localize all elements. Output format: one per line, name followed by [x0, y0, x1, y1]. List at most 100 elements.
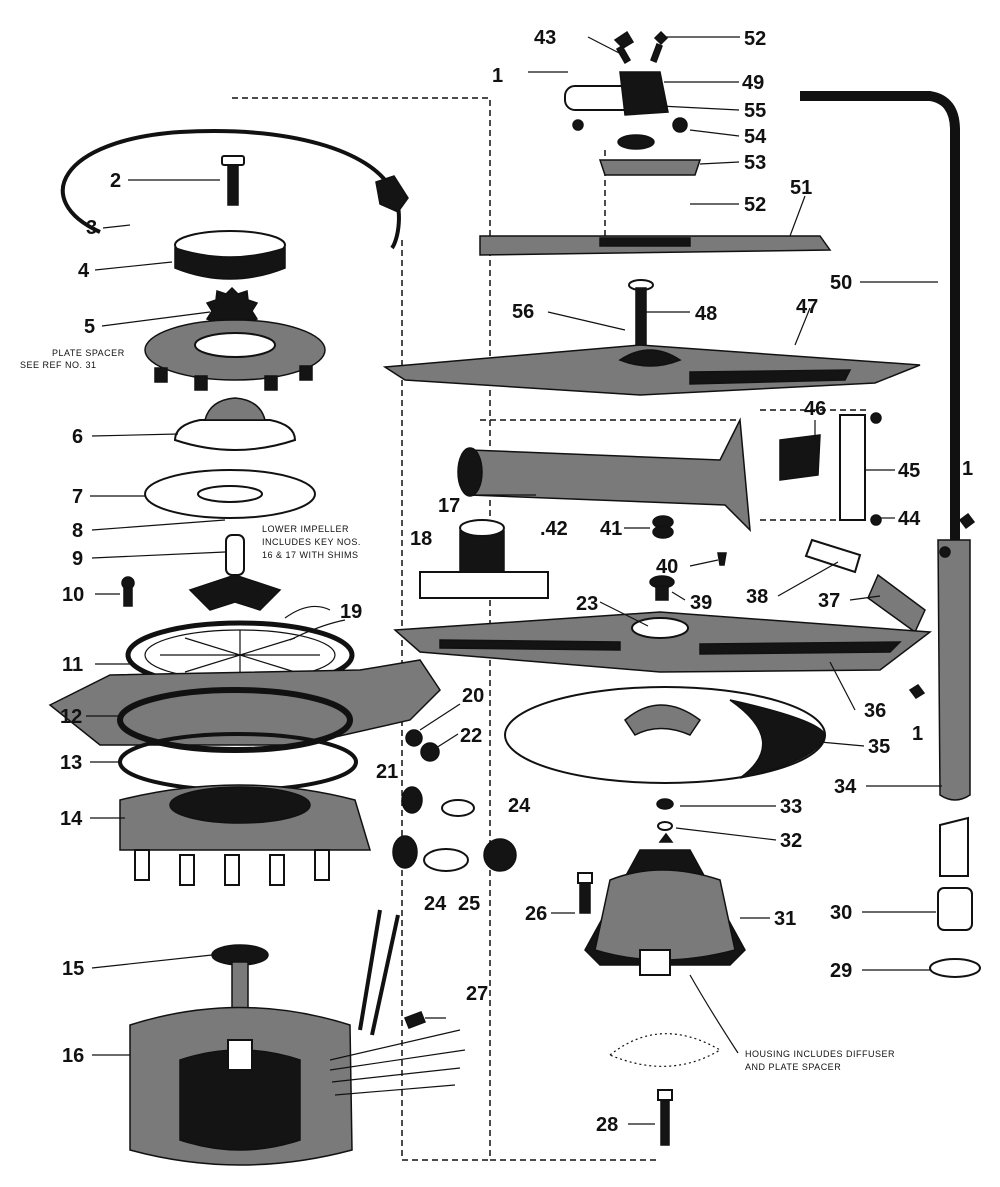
callout-12: 12 — [60, 706, 82, 728]
shaft-part — [628, 279, 654, 347]
callout-23: 23 — [576, 593, 598, 615]
callout-42: .42 — [540, 518, 568, 540]
small-fasteners — [649, 515, 727, 601]
callout-7: 7 — [72, 486, 83, 508]
note-lower-impeller-line3: 16 & 17 WITH SHIMS — [262, 550, 359, 560]
supply-tube-part — [800, 91, 976, 801]
small-seal-parts — [392, 729, 517, 872]
callout-24-upper: 24 — [508, 795, 531, 817]
callout-44: 44 — [898, 508, 921, 530]
lower-impeller-part — [188, 534, 282, 611]
top-bracket-parts — [564, 71, 702, 176]
note-plate-spacer-line1: PLATE SPACER — [52, 348, 125, 358]
annotation-notes: PLATE SPACER SEE REF NO. 31 LOWER IMPELL… — [20, 348, 895, 1072]
callout-9: 9 — [72, 548, 83, 570]
callout-37: 37 — [818, 590, 840, 612]
upper-spray-arm-part — [382, 344, 921, 396]
callout-35: 35 — [868, 736, 890, 758]
callout-32: 32 — [780, 830, 802, 852]
callout-26: 26 — [525, 903, 547, 925]
callout-46: 46 — [804, 398, 826, 420]
callout-25: 25 — [458, 893, 480, 915]
note-lower-impeller-line1: LOWER IMPELLER — [262, 524, 349, 534]
pump-housing-part — [584, 832, 746, 976]
callout-1-right-bottom: 1 — [912, 723, 923, 745]
hose-clamp-part — [375, 175, 409, 213]
plate-spacer-part — [144, 319, 326, 391]
callout-21: 21 — [376, 761, 398, 783]
elbow-part — [804, 538, 926, 634]
callout-2: 2 — [110, 170, 121, 192]
callout-55: 55 — [744, 100, 766, 122]
callout-19: 19 — [340, 601, 362, 623]
screw-26 — [577, 872, 593, 914]
spray-plate-part — [504, 686, 826, 784]
callout-15: 15 — [62, 958, 84, 980]
callout-47: 47 — [796, 296, 818, 318]
gear-cap-part — [174, 230, 286, 280]
callout-49: 49 — [742, 72, 764, 94]
callout-41: 41 — [600, 518, 622, 540]
upper-housing-part — [173, 397, 297, 451]
callout-30: 30 — [830, 902, 852, 924]
gasket-plate-part — [144, 469, 316, 519]
callout-33: 33 — [780, 796, 802, 818]
callout-31: 31 — [774, 908, 796, 930]
callout-45: 45 — [898, 460, 920, 482]
callout-13: 13 — [60, 752, 82, 774]
callout-24-lower: 24 — [424, 893, 447, 915]
screw-pair — [613, 30, 669, 65]
wire-clip-part — [404, 1011, 426, 1029]
callout-50: 50 — [830, 272, 852, 294]
callout-53: 53 — [744, 152, 766, 174]
callout-38: 38 — [746, 586, 768, 608]
callout-20: 20 — [462, 685, 484, 707]
callout-14: 14 — [60, 808, 83, 830]
screw-28 — [657, 1089, 673, 1146]
callout-6: 6 — [72, 426, 83, 448]
callout-52-top: 52 — [744, 28, 766, 50]
callout-56: 56 — [512, 301, 534, 323]
callout-11: 11 — [62, 654, 83, 676]
callout-48: 48 — [695, 303, 717, 325]
callout-54: 54 — [744, 126, 767, 148]
upper-tube-part — [479, 235, 832, 256]
screw-part — [221, 155, 245, 206]
motor-seal-part — [211, 944, 269, 1021]
callout-27: 27 — [466, 983, 488, 1005]
diffuser-part — [608, 1033, 722, 1067]
pump-base-part — [119, 784, 372, 886]
washers-32-33 — [656, 798, 674, 831]
motor-wires — [329, 909, 466, 1096]
callout-16: 16 — [62, 1045, 84, 1067]
motor-part — [129, 1006, 353, 1166]
callout-3: 3 — [86, 217, 97, 239]
callout-8: 8 — [72, 520, 83, 542]
callout-10: 10 — [62, 584, 84, 606]
callout-29: 29 — [830, 960, 852, 982]
manifold-part — [457, 417, 821, 532]
callout-1-top: 1 — [492, 65, 503, 87]
callout-52-lower: 52 — [744, 194, 766, 216]
gasket-45 — [839, 412, 882, 526]
callout-4: 4 — [78, 260, 90, 282]
note-plate-spacer-line2: SEE REF NO. 31 — [20, 360, 97, 370]
callout-1-right-top: 1 — [962, 458, 973, 480]
note-housing-line1: HOUSING INCLUDES DIFFUSER — [745, 1049, 895, 1059]
callout-43: 43 — [534, 27, 556, 49]
callout-numbers: 1 1 1 2 3 4 5 6 7 8 9 10 11 12 13 14 15 … — [60, 27, 973, 1136]
bolt-part — [121, 576, 135, 607]
lower-spray-arm-part — [393, 611, 933, 673]
callout-34: 34 — [834, 776, 857, 798]
callout-40: 40 — [656, 556, 678, 578]
callout-39: 39 — [690, 592, 712, 614]
leader-lines — [86, 36, 942, 1125]
callout-22: 22 — [460, 725, 482, 747]
callout-18: 18 — [410, 528, 432, 550]
note-lower-impeller-line2: INCLUDES KEY NOS. — [262, 537, 361, 547]
callout-17: 17 — [438, 495, 460, 517]
bracket-part — [419, 571, 549, 599]
tube-connectors — [929, 816, 981, 978]
note-housing-line2: AND PLATE SPACER — [745, 1062, 841, 1072]
